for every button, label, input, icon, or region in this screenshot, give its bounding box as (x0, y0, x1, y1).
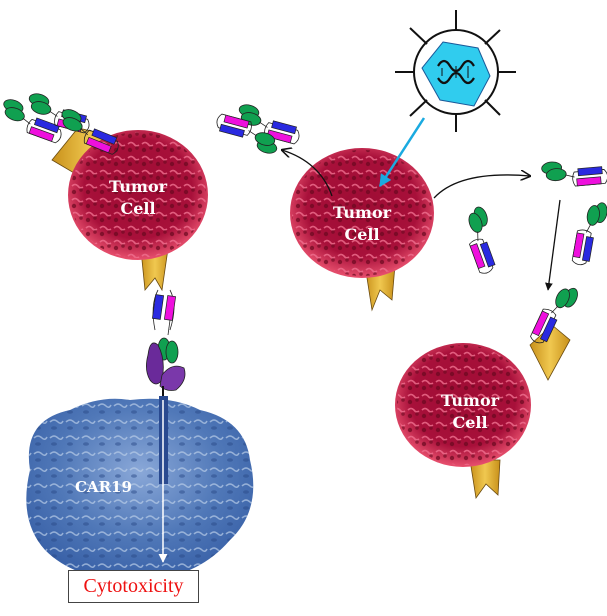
transduction-arrow (378, 117, 426, 188)
tumor-cell-center-label-line1: Tumor (333, 203, 392, 222)
bispecific-antibody-bridge (151, 289, 179, 364)
tumor-cell-left-label-line2: Cell (120, 199, 155, 218)
tumor-cell-left: Tumor Cell (51, 127, 208, 292)
cd19-antigen-right-bottom (469, 459, 501, 500)
tumor-cell-center-texture (292, 150, 432, 276)
secretion-arrow-right (433, 175, 530, 199)
dna-helix-icon (437, 59, 475, 85)
bispecific-antibody (571, 198, 607, 269)
car19-t-cell: CAR19 (26, 396, 254, 581)
tumor-cell-left-texture (70, 132, 206, 258)
car19-label: CAR19 (75, 478, 132, 496)
virus-capsid-icon (395, 10, 516, 132)
tumor-cell-center: Tumor Cell (290, 148, 434, 312)
binding-arrow (545, 199, 561, 291)
cytotoxicity-label: Cytotoxicity (68, 570, 199, 603)
tumor-cell-left-label-line1: Tumor (109, 177, 168, 196)
tumor-cell-right-label-line1: Tumor (441, 391, 500, 410)
car-receptor (146, 342, 186, 396)
bispecific-antibody (458, 204, 506, 276)
tumor-cell-right-texture (397, 345, 529, 465)
tumor-cell-right-label-line2: Cell (452, 413, 487, 432)
tumor-cell-center-label-line2: Cell (344, 225, 379, 244)
tumor-cell-right: Tumor Cell (395, 324, 571, 500)
car19-t-cell-texture (26, 398, 254, 581)
secretion-arrow-left (282, 150, 333, 197)
bispecific-antibody (540, 156, 607, 190)
